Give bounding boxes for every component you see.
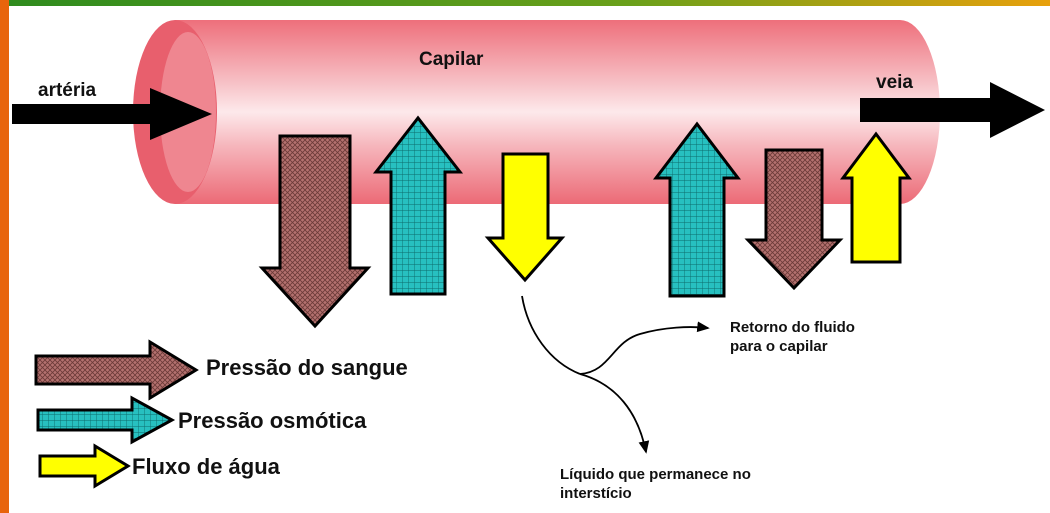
- vein-label: veia: [876, 72, 913, 93]
- legend-water-flow-label: Fluxo de água: [132, 454, 280, 479]
- capillary-vessel: [133, 20, 940, 204]
- vein-arrow-icon: [860, 82, 1045, 138]
- interstitial-fluid-label: Líquido que permanece no interstício: [560, 466, 751, 502]
- water-flow-arrow-icon: [484, 152, 566, 283]
- top-border: [0, 0, 1050, 6]
- left-border: [0, 0, 9, 513]
- return-fluid-label: Retorno do fluido para o capilar: [730, 319, 855, 355]
- osmotic-pressure-arrow-icon: [372, 115, 464, 296]
- artery-label: artéria: [38, 80, 97, 101]
- legend-osmotic-pressure-icon: [36, 395, 176, 445]
- water-flow-arrow-icon: [840, 131, 912, 264]
- legend-water-flow-icon: [38, 443, 131, 489]
- osmotic-pressure-arrow-icon: [652, 121, 742, 298]
- legend-osmotic-pressure-label: Pressão osmótica: [178, 408, 367, 433]
- blood-pressure-arrow-icon: [744, 148, 844, 291]
- artery-arrow-icon: [12, 88, 212, 140]
- fluid-path-lines: [521, 295, 710, 454]
- blood-pressure-arrow-icon: [258, 134, 372, 329]
- capillary-label: Capilar: [419, 49, 484, 70]
- legend-blood-pressure-label: Pressão do sangue: [206, 355, 408, 380]
- legend-blood-pressure-icon: [34, 339, 199, 401]
